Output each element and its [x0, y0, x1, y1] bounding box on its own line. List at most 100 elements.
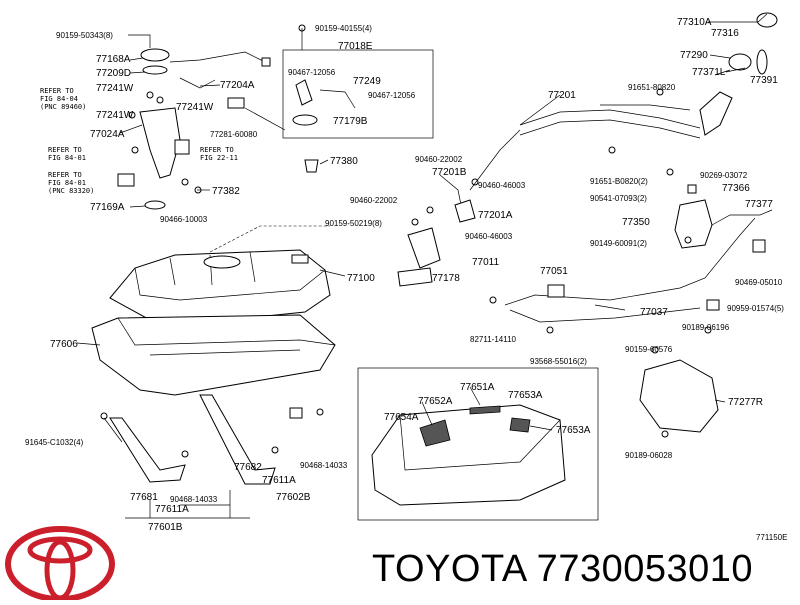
part-label: 90541-07093(2) [590, 194, 647, 203]
part-label: 77366 [722, 183, 750, 194]
part-label: 82711-14110 [470, 335, 517, 344]
part-label: 77249 [353, 76, 381, 87]
canister-bolt [684, 236, 692, 244]
filler-grommet [728, 53, 752, 71]
part-labels: 90159-50343(8) 77168A 77209D 77204A 7724… [25, 17, 787, 542]
leader [76, 342, 101, 346]
pad-652a [419, 419, 451, 447]
part-label: 90189-06028 [625, 451, 673, 460]
protector-edge [117, 317, 336, 346]
part-label: 90468-14033 [170, 495, 218, 504]
canister-hose [711, 209, 773, 226]
pad-651a [469, 405, 501, 415]
part-label: 93568-55016(2) [530, 357, 587, 366]
leader [129, 71, 146, 74]
fuel-tank [91, 225, 336, 396]
part-label: 77179B [333, 116, 368, 127]
part-label: 90159-50219(8) [325, 219, 382, 228]
leader [103, 417, 123, 443]
tank-pump-hole [203, 255, 241, 269]
part-label: 90469-05010 [735, 278, 783, 287]
strap-bracket [289, 407, 303, 419]
hose-lead [469, 129, 521, 191]
clamp-2 [156, 96, 164, 104]
part-label: 77201B [432, 167, 467, 178]
strap-front [109, 417, 186, 483]
charcoal-canister-group [666, 168, 773, 253]
part-label: 77241W [176, 102, 214, 113]
line-clamp [706, 299, 720, 311]
strap-rear [199, 394, 276, 485]
part-label: 90468-14033 [300, 461, 348, 470]
fuel-cap [756, 12, 778, 28]
sub-tank-group [357, 367, 599, 521]
valve-hose [319, 89, 356, 109]
canister [674, 199, 713, 249]
filler-bolt-2 [608, 146, 616, 154]
strap-bolt-4 [316, 408, 324, 416]
insulator-body [639, 359, 719, 433]
leader-lines [76, 13, 768, 519]
part-label: 77654A [384, 412, 419, 423]
leader [119, 124, 143, 134]
leader [725, 67, 746, 73]
sender-connector [227, 97, 245, 109]
part-label: 77024A [90, 129, 125, 140]
part-label: 77100 [347, 273, 375, 284]
tank-edge [134, 267, 326, 301]
part-label: 77201 [548, 90, 576, 101]
part-label: 77277R [728, 397, 763, 408]
insulator-bolt-2 [661, 430, 669, 438]
filler-inlet [407, 227, 441, 269]
part-label: 77653A [556, 425, 591, 436]
ref-note: FIG 84-04 [40, 95, 78, 103]
valve-group [282, 24, 434, 173]
ref-note: REFER TO [48, 171, 82, 179]
fuel-lines [489, 217, 756, 334]
vent-hose [179, 77, 216, 89]
leader [709, 54, 731, 59]
part-label: 90460-22002 [350, 196, 398, 205]
part-label: 77051 [540, 266, 568, 277]
leader [714, 399, 726, 403]
part-label: 90159-40155(4) [315, 24, 372, 33]
leader [519, 94, 561, 126]
part-label: 77241W [96, 110, 134, 121]
valve-group-box [282, 49, 434, 139]
part-label: 77682 [234, 462, 262, 473]
part-label: 90460-46003 [465, 232, 513, 241]
sender-gauge-group [117, 48, 271, 210]
vent-valve [295, 79, 313, 106]
leader [708, 13, 768, 23]
part-label: 77241W [96, 83, 134, 94]
part-label: 90467-12056 [288, 68, 336, 77]
part-label: 90159-60576 [625, 345, 673, 354]
ref-note: FIG 84-01 [48, 179, 86, 187]
part-label: 90189-06196 [682, 323, 730, 332]
part-label: 77382 [212, 186, 240, 197]
part-label: 77018E [338, 41, 373, 52]
strap-bolt-1 [100, 412, 108, 420]
filler-bolt [656, 88, 664, 96]
clip-1 [131, 146, 139, 154]
part-label: 77201A [478, 210, 513, 221]
part-label: 90466-10003 [160, 215, 208, 224]
part-label: 77652A [418, 396, 453, 407]
line-bolt-2 [546, 326, 554, 334]
leader [128, 34, 151, 48]
ref-note: (PNC 89460) [40, 103, 86, 111]
tank-lead-dash [209, 225, 330, 253]
line-bracket [547, 284, 565, 298]
part-label: 77601B [148, 522, 183, 533]
ref-note: REFER TO [200, 146, 234, 154]
sender-seal [144, 200, 166, 210]
tank-protector [91, 314, 336, 396]
pad-653a [509, 417, 531, 433]
strap-bolt-2 [181, 450, 189, 458]
leader [129, 205, 146, 208]
brand-part-number: TOYOTA 7730053010 [372, 548, 754, 590]
part-label: 90159-50343(8) [56, 31, 113, 40]
part-label: 91651-B0820(2) [590, 177, 648, 186]
